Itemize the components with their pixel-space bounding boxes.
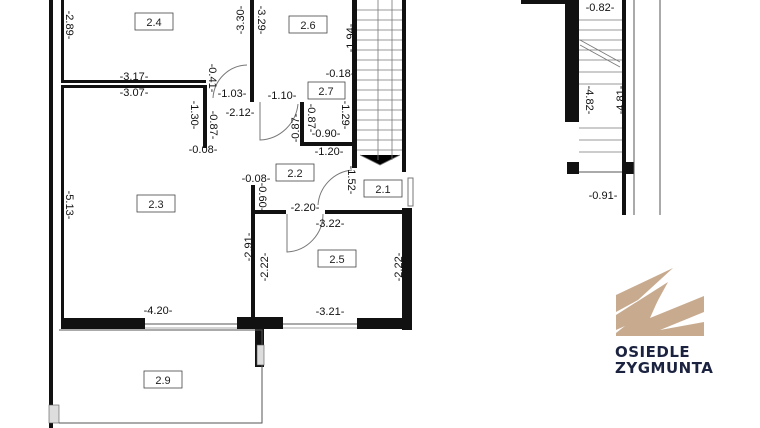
dimension-label: -3.17- <box>120 71 149 83</box>
dimension-label: -0.90- <box>312 128 341 140</box>
dimension-label: -0.41- <box>206 64 218 93</box>
dimension-label: -0.87- <box>290 113 302 142</box>
room-label: 2.6 <box>300 20 315 32</box>
room-label: 2.9 <box>155 375 170 387</box>
logo-line-1: OSIEDLE <box>615 343 690 361</box>
dimension-label: -2.22- <box>259 252 271 281</box>
dimension-label: -3.30- <box>235 5 247 34</box>
dimension-label: -1.29- <box>339 101 351 130</box>
room-label: 2.3 <box>148 199 163 211</box>
dimension-label: -0.82- <box>586 2 615 14</box>
dimension-label: -3.07- <box>120 87 149 99</box>
dimension-label: -4.82- <box>583 86 595 115</box>
dimension-label: -0.18- <box>326 68 355 80</box>
dimension-label: -3.29- <box>255 6 267 35</box>
dimension-label: -1.20- <box>315 146 344 158</box>
logo-mark <box>616 268 704 336</box>
dimension-label: -0.60- <box>256 183 268 212</box>
dimension-label: -1.52- <box>345 166 357 195</box>
room-label: 2.1 <box>375 184 390 196</box>
dimension-label: -2.89- <box>63 11 75 40</box>
dimension-label: -2.12- <box>226 107 255 119</box>
room-label: 2.2 <box>287 168 302 180</box>
dimension-label: -0.87- <box>207 111 219 140</box>
dimension-label: -1.10- <box>268 90 297 102</box>
dimension-label: -0.87- <box>305 104 317 133</box>
walls <box>49 0 634 428</box>
logo: OSIEDLE ZYGMUNTA <box>615 268 713 377</box>
hatched-columns <box>48 344 265 424</box>
dimension-label: -2.22- <box>393 252 405 281</box>
dimension-label: -5.13- <box>63 191 75 220</box>
dimension-label: -0.08- <box>189 144 218 156</box>
logo-line-2: ZYGMUNTA <box>615 359 713 377</box>
dimension-label: -4.81- <box>615 85 627 114</box>
dimension-label: -4.20- <box>144 305 173 317</box>
room-label: 2.4 <box>146 17 161 29</box>
dimension-label: -1.94- <box>345 23 357 52</box>
room-labels <box>134 12 403 389</box>
dimension-label: -0.08- <box>242 173 271 185</box>
doors <box>212 64 414 253</box>
room-label: 2.7 <box>318 86 333 98</box>
dimension-label: -3.22- <box>316 218 345 230</box>
stairs <box>357 0 622 166</box>
dimension-label: -0.91- <box>589 190 618 202</box>
room-label: 2.5 <box>329 254 344 266</box>
thin-lines <box>59 0 661 424</box>
dimension-label: -2.20- <box>291 202 320 214</box>
dimension-label: -2.91- <box>243 232 255 261</box>
dimension-label: -3.21- <box>316 306 345 318</box>
dimension-label: -1.03- <box>218 88 247 100</box>
dimension-label: -1.30- <box>188 101 200 130</box>
